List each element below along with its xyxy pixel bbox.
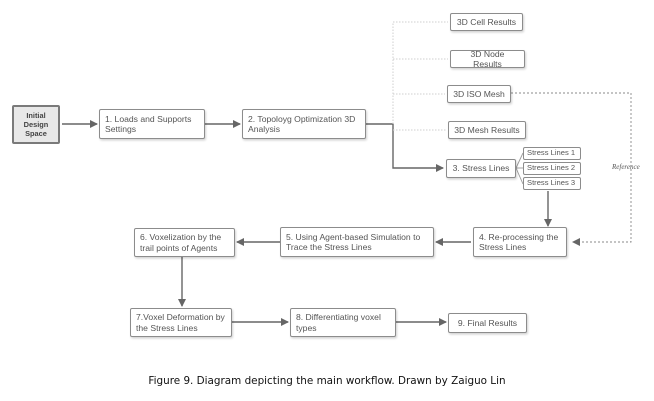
arrow-topology-to-stress-lines — [364, 123, 444, 172]
reference-path — [511, 92, 632, 246]
node-stress-lines: 3. Stress Lines — [446, 159, 516, 178]
node-3d-mesh-results: 3D Mesh Results — [448, 121, 526, 139]
node-reprocessing: 4. Re-processing the Stress Lines — [473, 227, 567, 257]
node-final-results: 9. Final Results — [448, 313, 527, 333]
node-stress-lines-1: Stress Lines 1 — [523, 147, 581, 160]
node-loads-and-supports: 1. Loads and Supports Settings — [99, 109, 205, 139]
branch-to-stress-lines-1 — [515, 152, 524, 169]
figure-caption: Figure 9. Diagram depicting the main wor… — [148, 375, 506, 387]
node-3d-node-results: 3D Node Results — [450, 49, 525, 69]
node-stress-lines-2: Stress Lines 2 — [523, 162, 581, 175]
reference-label: Reference — [612, 163, 640, 171]
node-voxelization: 6. Voxelization by the trail points of A… — [134, 228, 235, 257]
node-initial-design-space: Initial Design Space — [12, 105, 60, 144]
branch-to-stress-lines-3 — [515, 167, 524, 185]
node-stress-lines-3: Stress Lines 3 — [523, 177, 581, 190]
node-differentiating-voxel-types: 8. Differentiating voxel types — [290, 308, 396, 337]
branch-to-cell-results — [392, 21, 448, 124]
node-voxel-deformation: 7.Voxel Deformation by the Stress Lines — [130, 308, 232, 337]
node-3d-iso-mesh: 3D ISO Mesh — [447, 85, 511, 103]
node-agent-simulation: 5. Using Agent-based Simulation to Trace… — [280, 227, 434, 257]
node-topology-optimization: 2. Topoloyg Optimization 3D Analysis — [242, 109, 366, 139]
node-3d-cell-results: 3D Cell Results — [450, 13, 523, 31]
